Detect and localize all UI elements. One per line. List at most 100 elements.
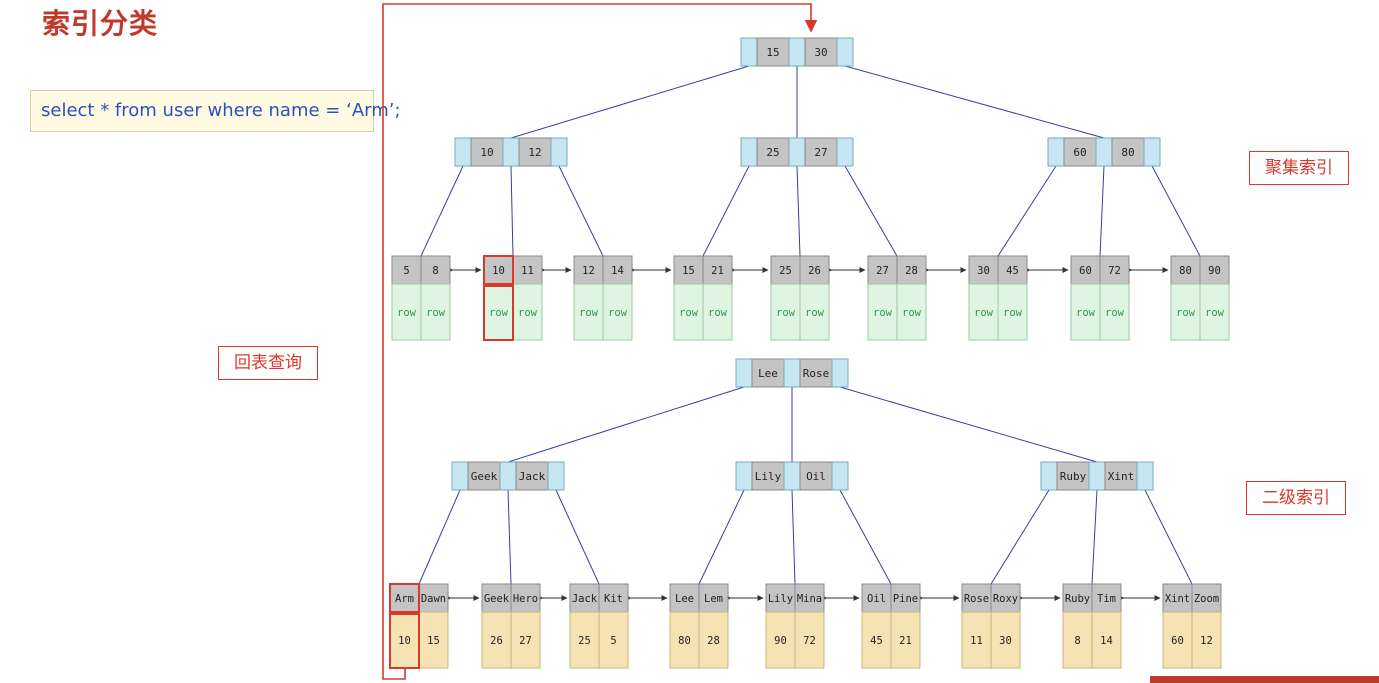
- leaf-key-cell: [1199, 255, 1230, 285]
- secondary-index-label: 二级索引: [1246, 481, 1346, 515]
- key-label: 15: [766, 46, 779, 59]
- leaf-data-cell: [890, 611, 921, 669]
- row-data-label: row: [902, 307, 922, 319]
- pointer-cell: [1047, 137, 1065, 167]
- primary-key-value: 15: [427, 635, 440, 647]
- footer-banner: [1150, 676, 1379, 683]
- highlight-key-box: [483, 255, 514, 285]
- leaf-data-cell: [598, 611, 629, 669]
- leaf-key-label: 60: [1079, 265, 1092, 277]
- key-label: 12: [528, 146, 541, 159]
- pointer-cell: [831, 461, 849, 491]
- leaf-key-label: Ruby: [1065, 593, 1090, 605]
- primary-key-value: 14: [1100, 635, 1113, 647]
- row-data-label: row: [776, 307, 796, 319]
- leaf-key-cell: [698, 583, 729, 613]
- primary-key-value: 27: [519, 635, 532, 647]
- primary-key-value: 45: [870, 635, 883, 647]
- pointer-cell: [740, 137, 758, 167]
- key-cell: [1056, 461, 1090, 491]
- leaf-key-label: 5: [403, 265, 409, 277]
- leaf-data-cell: [1191, 611, 1222, 669]
- leaf-data-cell: [391, 283, 422, 341]
- primary-key-value: 80: [678, 635, 691, 647]
- leaf-key-label: Xint: [1165, 593, 1190, 605]
- leaf-key-label: 80: [1179, 265, 1192, 277]
- leaf-key-cell: [702, 255, 733, 285]
- sql-query-box: select * from user where name = ‘Arm’;: [30, 90, 401, 132]
- leaf-data-cell: [1162, 611, 1193, 669]
- pointer-cell: [547, 461, 565, 491]
- pointer-cell: [1040, 461, 1058, 491]
- tree-edge: [1099, 165, 1105, 257]
- key-label: Oil: [806, 470, 826, 483]
- leaf-key-label: Jack: [572, 593, 598, 605]
- pointer-cell: [1143, 137, 1161, 167]
- pointer-cell: [836, 37, 854, 67]
- clustered-leaf-node: 25 row 26 row: [770, 255, 830, 341]
- primary-key-value: 12: [1200, 635, 1213, 647]
- clustered-leaf-node: 80 row 90 row: [1170, 255, 1230, 341]
- leaf-key-cell: [861, 583, 892, 613]
- tree-edge: [558, 165, 604, 257]
- leaf-data-cell: [602, 283, 633, 341]
- leaf-key-label: Tim: [1097, 593, 1116, 605]
- leaf-key-label: 90: [1208, 265, 1221, 277]
- lookup-path-arrow: [382, 3, 818, 680]
- leaf-key-cell: [481, 583, 512, 613]
- leaf-data-cell: [896, 283, 927, 341]
- key-cell: [756, 137, 790, 167]
- key-cell: [515, 461, 549, 491]
- leaf-key-label: Kit: [604, 593, 623, 605]
- row-data-label: row: [1176, 307, 1196, 319]
- key-cell: [799, 461, 833, 491]
- key-label: Jack: [519, 470, 546, 483]
- leaf-key-label: Roxy: [993, 593, 1018, 605]
- leaf-key-label: Lee: [675, 593, 694, 605]
- key-cell: [1104, 461, 1138, 491]
- leaf-key-label: Mina: [797, 593, 822, 605]
- leaf-data-cell: [1099, 283, 1130, 341]
- leaf-key-label: 25: [779, 265, 792, 277]
- leaf-data-cell: [512, 283, 543, 341]
- leaf-data-cell: [867, 283, 898, 341]
- leaf-data-cell: [573, 283, 604, 341]
- tree-edge: [791, 489, 796, 585]
- leaf-key-cell: [420, 255, 451, 285]
- tree-edge: [1151, 165, 1201, 257]
- tree-edge: [1144, 489, 1193, 585]
- highlight-key-box: [389, 583, 420, 613]
- key-label: Xint: [1108, 470, 1135, 483]
- pointer-cell: [831, 358, 849, 388]
- leaf-data-cell: [420, 283, 451, 341]
- key-cell: [799, 358, 833, 388]
- row-data-label: row: [1205, 307, 1225, 319]
- tree-edges: [418, 65, 1201, 601]
- leaf-key-label: 15: [682, 265, 695, 277]
- leaf-key-cell: [961, 583, 992, 613]
- tree-edge: [839, 386, 1098, 463]
- leaf-data-cell: [702, 283, 733, 341]
- key-cell: [1111, 137, 1145, 167]
- primary-key-value: 28: [707, 635, 720, 647]
- tree-edge: [796, 165, 801, 257]
- leaf-key-label: 26: [808, 265, 821, 277]
- page-title: 索引分类: [42, 7, 159, 40]
- primary-key-value: 5: [610, 635, 616, 647]
- key-label: 60: [1073, 146, 1086, 159]
- row-data-label: row: [805, 307, 825, 319]
- primary-key-value: 8: [1074, 635, 1080, 647]
- leaf-key-label: Hero: [513, 593, 538, 605]
